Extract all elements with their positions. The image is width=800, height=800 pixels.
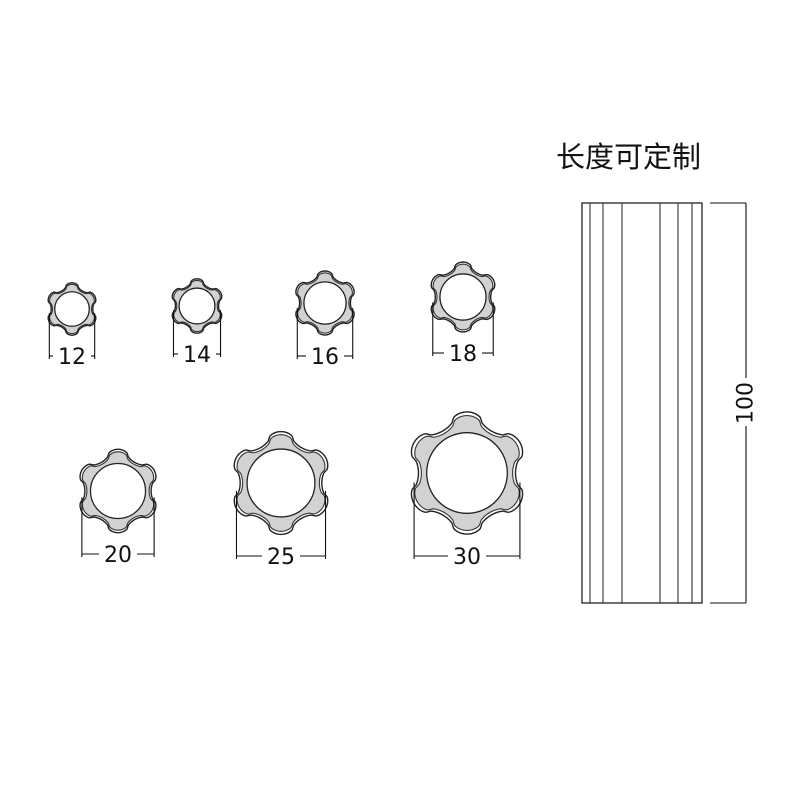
knob-dimension: 16: [296, 307, 354, 370]
knob-center-hole: [178, 287, 216, 325]
knob-profiles: 12 14 16 18 20 25 30: [47, 261, 524, 570]
knob-center-hole: [246, 448, 316, 518]
knob-dimension: 25: [235, 490, 327, 570]
knob-30: 30: [410, 411, 524, 570]
knob-size-label: 14: [183, 343, 211, 368]
knob-14: 14: [171, 278, 223, 368]
knob-size-label: 30: [453, 545, 481, 570]
knob-18: 18: [430, 261, 496, 367]
knob-size-label: 16: [311, 345, 339, 370]
knob-center-hole: [303, 281, 347, 325]
tube-length-dimension: 100: [710, 202, 759, 604]
knob-12: 12: [47, 282, 97, 370]
knob-size-label: 25: [267, 545, 295, 570]
knob-dimension: 18: [432, 302, 494, 367]
tube-length-label: 100: [734, 382, 759, 424]
knob-25: 25: [233, 430, 329, 570]
knob-size-label: 12: [58, 345, 86, 370]
knob-16: 16: [295, 270, 355, 370]
knob-dimension: 20: [81, 497, 155, 568]
tube-side-view: 100: [581, 202, 759, 604]
knob-dimension: 12: [48, 313, 96, 370]
title-customizable-length: 长度可定制: [556, 140, 701, 174]
knob-dimension: 30: [413, 482, 521, 570]
knob-center-hole: [426, 432, 508, 514]
knob-center-hole: [54, 291, 90, 327]
knob-center-hole: [439, 273, 487, 321]
knob-center-hole: [89, 462, 147, 520]
knob-dimension: 14: [172, 310, 222, 368]
knob-size-label: 20: [104, 543, 132, 568]
knob-size-label: 18: [449, 342, 477, 367]
tube-body: [581, 202, 703, 604]
knob-20: 20: [79, 448, 157, 568]
